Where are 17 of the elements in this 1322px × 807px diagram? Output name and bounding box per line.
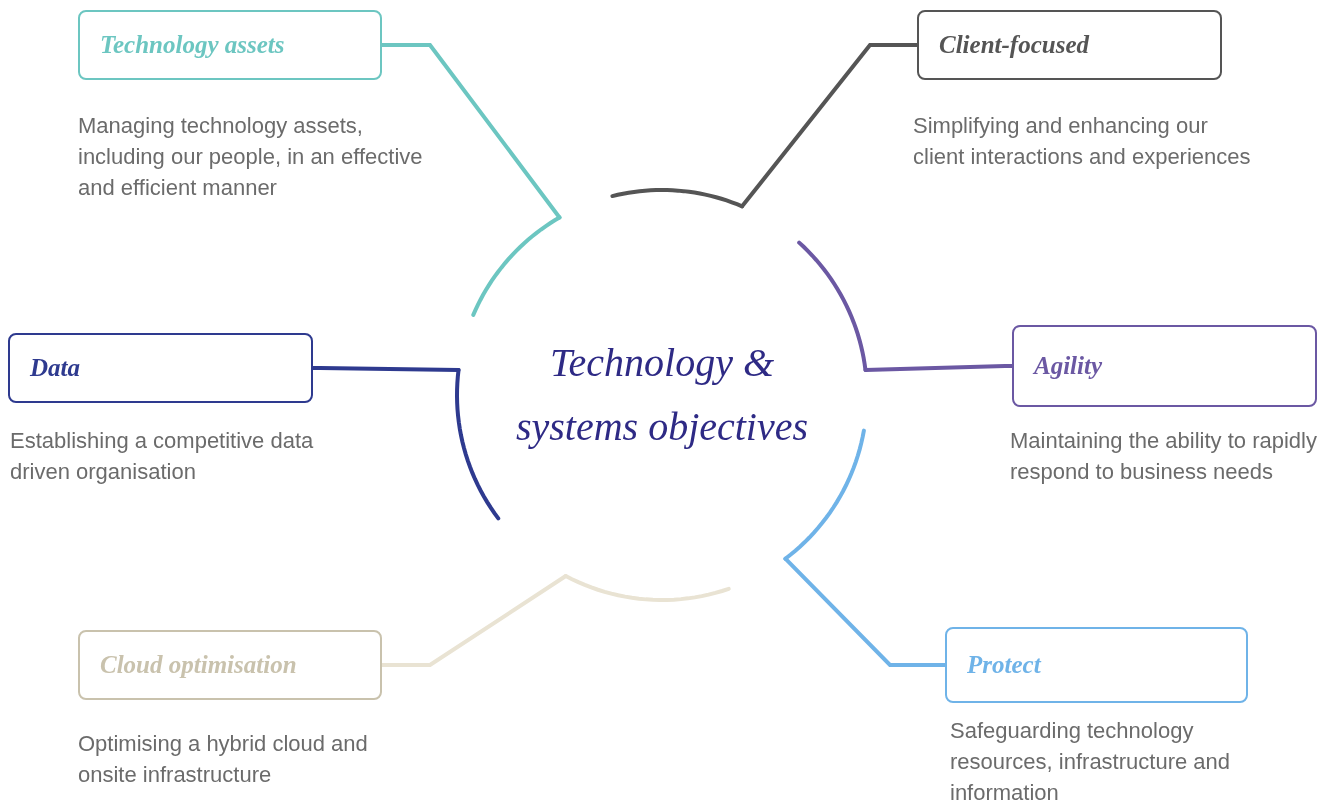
connector-line: [380, 43, 562, 220]
objective-title-box: Agility: [1012, 325, 1317, 407]
center-title: Technology & systems objectives: [514, 339, 810, 451]
objective-title-box: Protect: [945, 627, 1248, 703]
objective-title-box: Cloud optimisation: [78, 630, 382, 700]
objective-description: Maintaining the ability to rapidly respond to business needs: [1010, 427, 1318, 486]
objective-title-box: Data: [8, 333, 313, 403]
objective-title-box: Client-focused: [917, 10, 1222, 80]
objective-description: Managing technology assets, including our people, in an effective and efficient manner: [78, 112, 424, 202]
connector-line: [380, 574, 568, 667]
connector-line: [740, 43, 919, 209]
objective-title-box: Technology assets: [78, 10, 382, 80]
objective-description: Safeguarding technology resources, infrastructure and information: [950, 717, 1232, 807]
objective-description: Simplifying and enhancing our client interactions and experiences: [913, 112, 1252, 171]
objective-description: Optimising a hybrid cloud and onsite infrastructure: [78, 730, 369, 789]
connector-line: [783, 556, 947, 667]
objective-description: Establishing a competitive data driven organisation: [10, 427, 315, 486]
